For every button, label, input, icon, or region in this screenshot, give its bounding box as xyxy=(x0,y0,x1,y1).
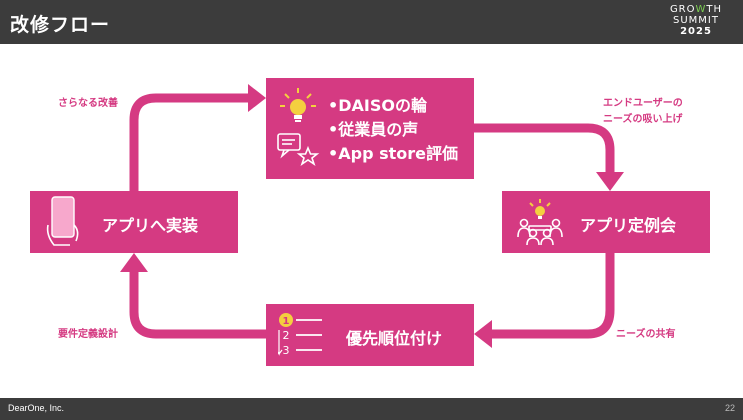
arrowhead-left xyxy=(120,253,148,272)
hand-icon xyxy=(46,224,70,246)
prioritize-label: 優先順位付け xyxy=(346,329,443,348)
header-bar: 改修フロー GROWTH SUMMIT 2025 xyxy=(0,0,743,44)
rank-1-badge xyxy=(279,313,293,327)
arrow-right-to-bottom xyxy=(492,253,615,339)
smartphone-icon xyxy=(46,196,79,246)
rank-3-number: 3 xyxy=(283,344,290,357)
label-user-needs-line1: エンドユーザーの xyxy=(603,98,683,109)
meeting-icon xyxy=(517,199,563,246)
page-number: 22 xyxy=(724,403,735,413)
logo-text-summit: SUMMIT xyxy=(673,15,719,26)
flow-box-meeting: アプリ定例会 xyxy=(502,191,710,253)
rank-1-number: 1 xyxy=(283,316,290,327)
arrow-bottom-to-left xyxy=(129,272,266,339)
logo-text-w: W xyxy=(695,4,707,15)
down-arrow-icon xyxy=(278,330,283,356)
feedback-item: •従業員の声 xyxy=(328,120,419,139)
flow-box-feedback: •DAISOの輪 •従業員の声 •App store評価 xyxy=(266,78,474,179)
label-user-needs-line2: ニーズの吸い上げ xyxy=(603,114,683,125)
arrow-top-to-right xyxy=(474,123,615,172)
feedback-item: •DAISOの輪 xyxy=(328,96,427,115)
arrowhead-bottom xyxy=(474,320,492,348)
feedback-item: •App store評価 xyxy=(328,144,458,163)
implement-label: アプリへ実装 xyxy=(102,216,199,235)
logo-text-a: GRO xyxy=(669,4,696,15)
feedback-icons xyxy=(277,88,320,166)
footer-bar: DearOne, Inc. 22 xyxy=(0,398,743,420)
feedback-list: •DAISOの輪 •従業員の声 •App store評価 xyxy=(328,94,458,166)
label-share-needs: ニーズの共有 xyxy=(616,329,676,340)
label-requirements-design: 要件定義設計 xyxy=(58,329,118,340)
page-title: 改修フロー xyxy=(10,14,111,36)
rank-2-number: 2 xyxy=(283,329,290,342)
logo-text-year: 2025 xyxy=(680,26,712,37)
company-name: DearOne, Inc. xyxy=(8,403,65,413)
flow-box-prioritize: 1 2 3 優先順位付け xyxy=(266,304,474,366)
speech-bubble-icon xyxy=(277,133,301,159)
logo-text-b: TH xyxy=(706,4,723,15)
star-icon xyxy=(296,145,320,166)
growth-summit-logo: GROWTH SUMMIT 2025 xyxy=(661,4,731,37)
ranking-list-icon: 1 2 3 xyxy=(278,313,322,357)
label-further-improvement: さらなる改善 xyxy=(58,98,118,109)
arrowhead-right xyxy=(596,172,624,191)
meeting-label: アプリ定例会 xyxy=(580,216,677,235)
flow-box-implement: アプリへ実装 xyxy=(30,191,238,253)
arrow-left-to-top xyxy=(129,93,248,191)
arrowhead-top xyxy=(248,84,266,112)
lightbulb-icon xyxy=(280,88,316,122)
